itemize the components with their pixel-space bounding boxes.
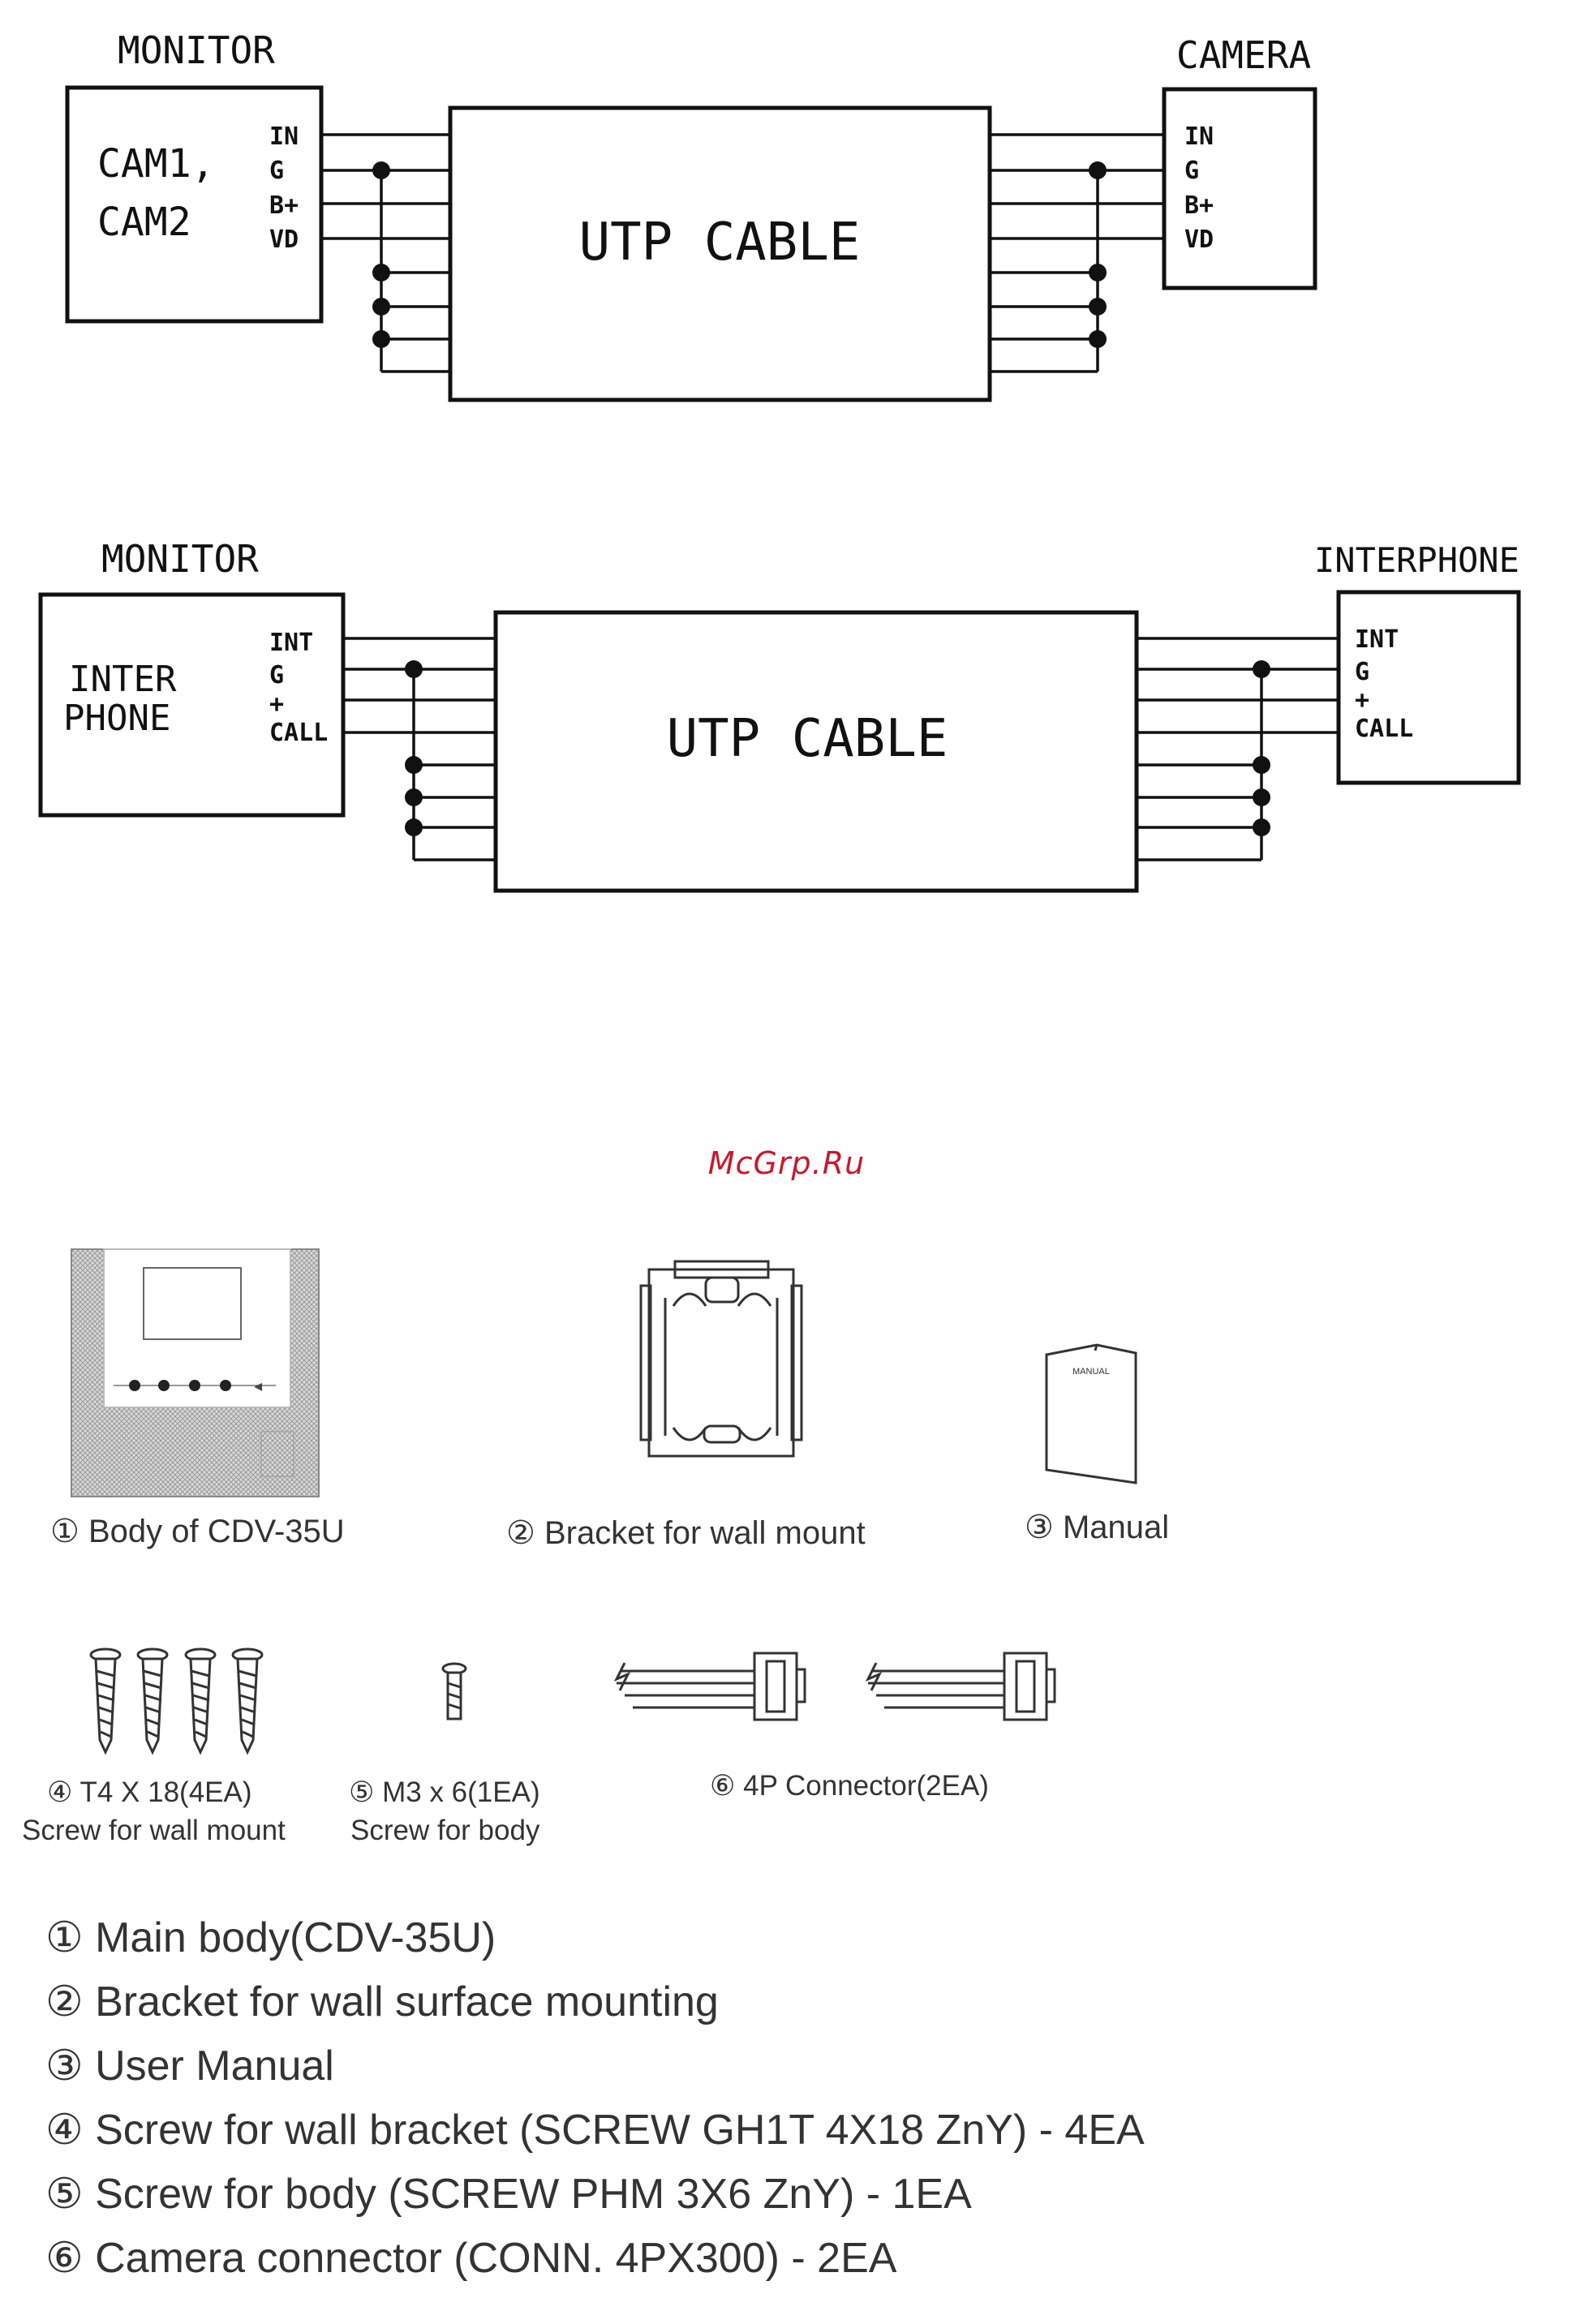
caption-manual: ③ Manual [1025, 1510, 1170, 1545]
d2-junction-dot [405, 788, 423, 806]
wall-screw-icon [136, 1647, 169, 1755]
d2-right-title: INTERPHONE [1314, 540, 1519, 580]
d1-left-box-line1: CAM1, [97, 141, 215, 187]
d2-utp-cable-box [493, 610, 1139, 893]
diagram-interphone-wiring: MONITOR INTER PHONE INT G + CALL UTP CAB… [38, 537, 1521, 893]
d1-left-pin-1: IN [269, 122, 299, 151]
d2-left-wires [343, 637, 496, 861]
d1-left-pin-2: G [269, 157, 284, 185]
caption-body: ① Body of CDV-35U [50, 1514, 345, 1549]
d1-junction-dot [1089, 161, 1107, 179]
parts-list-item: ⑥ Camera connector (CONN. 4PX300) - 2EA [45, 2235, 897, 2282]
d1-left-wires [321, 133, 450, 373]
d2-junction-dot [405, 756, 423, 774]
manual-illustration: MANUAL [1045, 1343, 1137, 1484]
caption-wall-screw-line2: Screw for wall mount [22, 1815, 286, 1846]
d2-junction-dot [1253, 756, 1270, 774]
parts-list: ① Main body(CDV-35U) ② Bracket for wall … [45, 1906, 1145, 2291]
d1-camera-box [1162, 87, 1317, 290]
diagram-camera-wiring: MONITOR CAM1, CAM2 IN G B+ VD UTP CABLE [65, 28, 1317, 402]
d1-right-pin-3: B+ [1184, 191, 1214, 220]
d2-utp-cable-label: UTP CABLE [667, 709, 948, 769]
caption-body-screw-line1: ⑤ M3 x 6(1EA) [349, 1776, 540, 1808]
manual-cover-text: MANUAL [1072, 1367, 1110, 1377]
d2-left-box-line1: INTER [69, 659, 177, 700]
wiring-diagrams: MONITOR CAM1, CAM2 IN G B+ VD UTP CABLE [38, 28, 1521, 1755]
d1-left-title: MONITOR [118, 28, 275, 72]
d1-junction-dot [1089, 298, 1107, 316]
d2-left-pin-2: G [269, 661, 284, 689]
wall-bracket-illustration [639, 1260, 803, 1458]
monitor-body-illustration: ◂ [71, 1248, 320, 1497]
caption-connector: ⑥ 4P Connector(2EA) [710, 1770, 989, 1802]
d1-junction-dot [372, 161, 390, 179]
d2-right-pin-4: CALL [1355, 715, 1413, 743]
d1-junction-dot [372, 330, 390, 348]
d2-junction-dot [1253, 788, 1270, 806]
d2-junction-dot [405, 660, 423, 678]
wall-screw-icon [89, 1647, 122, 1755]
d1-utp-cable-label: UTP CABLE [579, 213, 861, 273]
d2-left-pin-1: INT [269, 629, 313, 657]
d2-left-pin-4: CALL [269, 719, 328, 747]
d1-left-box-line2: CAM2 [97, 200, 191, 245]
d1-left-pin-3: B+ [269, 191, 299, 220]
caption-bracket: ② Bracket for wall mount [506, 1515, 866, 1551]
body-screw-icon [441, 1662, 467, 1720]
d2-right-pin-2: G [1355, 658, 1369, 686]
parts-list-item: ③ User Manual [45, 2043, 334, 2090]
wall-screw-icon [184, 1647, 217, 1755]
d2-left-pin-3: + [269, 690, 284, 719]
d2-monitor-box [38, 592, 346, 818]
wall-screws-illustration [89, 1647, 264, 1755]
caption-wall-screw-line1: ④ T4 X 18(4EA) [47, 1776, 252, 1808]
d1-junction-dot [372, 298, 390, 316]
svg-text:◂: ◂ [254, 1377, 262, 1395]
wall-screw-icon [231, 1647, 264, 1755]
d1-right-title: CAMERA [1176, 33, 1311, 77]
d2-junction-dot [405, 818, 423, 836]
d1-utp-cable-box [448, 105, 992, 402]
d2-left-box-line2: PHONE [63, 698, 170, 739]
d2-junction-dot [1253, 818, 1270, 836]
connector-illustration-1 [613, 1652, 806, 1721]
parts-list-item: ④ Screw for wall bracket (SCREW GH1T 4X1… [45, 2107, 1145, 2154]
d1-left-pin-4: VD [269, 226, 299, 254]
parts-list-item: ⑤ Screw for body (SCREW PHM 3X6 ZnY) - 1… [45, 2171, 972, 2218]
d1-junction-dot [372, 264, 390, 281]
caption-body-screw-line2: Screw for body [350, 1815, 540, 1846]
d2-right-pin-3: + [1355, 686, 1369, 715]
d2-junction-dot [1253, 660, 1270, 678]
d1-junction-dot [1089, 330, 1107, 348]
d1-right-pin-1: IN [1184, 122, 1214, 151]
d2-right-pin-1: INT [1355, 625, 1399, 654]
connector-illustration-2 [865, 1652, 1056, 1721]
d1-right-pin-2: G [1184, 157, 1199, 185]
d1-junction-dot [1089, 264, 1107, 281]
parts-list-item: ① Main body(CDV-35U) [45, 1914, 496, 1961]
parts-list-item: ② Bracket for wall surface mounting [45, 1978, 719, 2025]
watermark-text: McGrp.Ru [707, 1145, 866, 1181]
d2-right-wires [1137, 637, 1339, 861]
d2-left-title: MONITOR [101, 537, 259, 581]
d1-right-pin-4: VD [1184, 226, 1214, 254]
d1-right-wires [990, 133, 1164, 373]
d2-interphone-box [1336, 590, 1521, 785]
